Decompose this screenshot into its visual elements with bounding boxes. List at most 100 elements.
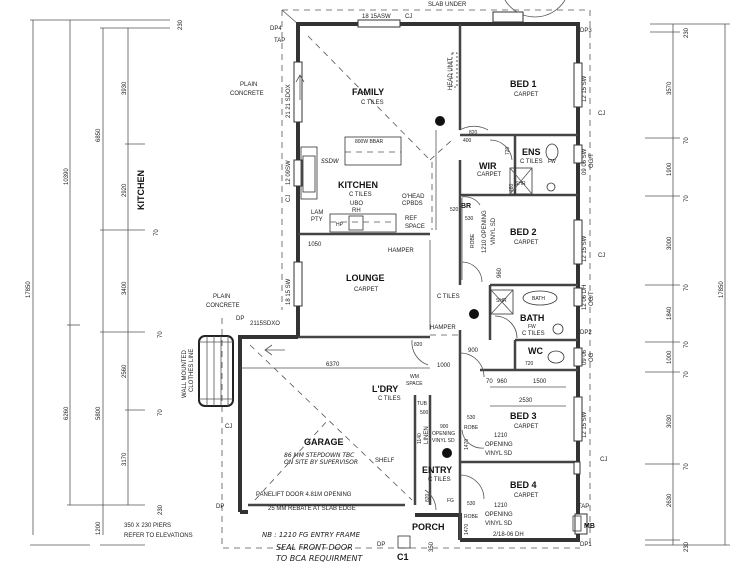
note: 25 MM REBATE AT SLAB EDGE: [268, 506, 356, 512]
note: VINYL SD: [432, 438, 455, 444]
dim-label: 960: [497, 379, 508, 385]
room-bath: BATH: [520, 313, 544, 323]
dim-label: 70: [684, 284, 690, 291]
hall-finish: C TILES: [437, 294, 460, 300]
dim-label: 70: [684, 195, 690, 202]
downpipe-label: DP1: [580, 542, 592, 548]
note: CPBDS: [402, 201, 423, 207]
note: NB : 1210 FG ENTRY FRAME: [262, 531, 361, 539]
right-dimensions: 230 3570 70 1900 70 3000 70 17850 1840 7…: [645, 23, 730, 552]
room-ens-finish: C TILES: [520, 159, 543, 165]
window-label: 12 06 DH: [582, 285, 588, 310]
note: PANELIFT DOOR 4.81M OPENING: [256, 492, 352, 498]
note: HAMPER: [388, 248, 414, 254]
dim-label: 70: [684, 463, 690, 470]
note: LINEN: [424, 426, 430, 444]
room-lounge: LOUNGE: [346, 273, 385, 283]
window-label: 18 15 SW: [286, 278, 292, 305]
dim-label: 500: [420, 410, 429, 416]
dim-label: 70: [158, 409, 164, 416]
note: OPENING: [485, 442, 513, 448]
dim-label: 6850: [96, 128, 102, 142]
window-label: 12 09SW: [286, 160, 292, 185]
room-wir-finish: CARPET: [477, 172, 502, 178]
room-garage: GARAGE: [304, 437, 344, 447]
dim-label: 400: [463, 138, 472, 144]
dim-label: 900: [468, 348, 479, 354]
dim-label: 1000: [667, 350, 673, 364]
note: WALL MOUNTED: [182, 349, 188, 398]
note: VINYL SD: [485, 451, 513, 457]
note: REF: [405, 216, 417, 222]
shower-label: SHR: [496, 298, 507, 304]
dim-label: 2630: [667, 493, 673, 507]
dim-label: 230: [178, 19, 184, 30]
note: TO BCA REQUIRMENT: [276, 554, 363, 563]
dim-label: 70: [154, 229, 160, 236]
note: TUB: [417, 401, 428, 407]
dim-label: 6260: [64, 406, 70, 420]
dim-label: 3170: [122, 452, 128, 466]
dim-label: 2920: [122, 183, 128, 197]
note: SPACE: [406, 381, 423, 387]
downpipe-label: DP3: [580, 28, 592, 34]
note: O'HEAD: [402, 194, 425, 200]
note: 1210: [494, 503, 508, 509]
dim-label: 350: [429, 541, 435, 552]
note: CONCRETE: [206, 303, 240, 309]
shower-label: SHR: [515, 181, 526, 187]
room-bed1-finish: CARPET: [514, 92, 539, 98]
note: 350 X 230 PIERS: [124, 523, 171, 529]
room-entry: ENTRY: [422, 465, 452, 475]
bathroom-fixtures: [490, 143, 565, 364]
bath-tub-label: BATH: [532, 296, 545, 302]
column-label: C1: [397, 552, 409, 562]
window-label: 12 15 SW: [582, 411, 588, 438]
note: 800W BBAR: [355, 139, 383, 145]
floor-waste-label: FW: [528, 324, 536, 330]
room-lounge-finish: CARPET: [354, 287, 379, 293]
dim-label: 230: [684, 27, 690, 38]
note: 900: [440, 424, 449, 430]
room-bed1: BED 1: [510, 79, 537, 89]
note: VINYL SD: [491, 217, 497, 245]
dim-label: 3000: [667, 236, 673, 250]
room-ldry-finish: C TILES: [378, 396, 401, 402]
note: SEAL FRONT DOOR: [276, 543, 353, 552]
window-label: 09 06: [582, 349, 588, 365]
note: LAM: [311, 210, 323, 216]
dim-label: 530: [467, 415, 476, 421]
window-label: 2115SDXO: [250, 321, 280, 327]
clothes-line-icon: [198, 335, 234, 407]
room-bed2-finish: CARPET: [514, 240, 539, 246]
room-wc: WC: [528, 346, 543, 356]
cj-label: CJ: [405, 14, 412, 20]
kitchen-dim-heading: KITCHEN: [136, 170, 146, 210]
note: FG: [447, 498, 454, 504]
room-porch: PORCH: [412, 522, 445, 532]
dim-label: 1840: [667, 306, 673, 320]
room-bed4: BED 4: [510, 480, 537, 490]
room-ens: ENS: [522, 147, 541, 157]
note: RH: [352, 208, 361, 214]
dim-label: 70: [486, 379, 493, 385]
smoke-detector-icon: [469, 309, 479, 319]
dim-label: 720: [525, 361, 534, 367]
note: 1210: [494, 433, 508, 439]
annotations: SLAB UNDER 18 15ASW CJ DP4 TAP PLAIN CON…: [124, 2, 607, 563]
doors: [411, 125, 518, 511]
dim-label: 530: [467, 501, 476, 507]
dim-label: 10390: [64, 168, 70, 185]
cj-label: CJ: [286, 195, 292, 202]
note: REFER TO ELEVATIONS: [124, 533, 193, 539]
slab-outline: [221, 0, 591, 549]
note: VINYL SD: [485, 521, 513, 527]
room-bed4-finish: CARPET: [514, 493, 539, 499]
window-label: 12 15 SW: [582, 235, 588, 262]
tap-label: TAP: [578, 504, 589, 510]
robe-label: ROBE: [464, 425, 479, 431]
dim-label: 3030: [667, 414, 673, 428]
dim-label: 6370: [326, 362, 340, 368]
broom-cupboard-label: BR: [461, 203, 471, 210]
note: PTY: [311, 217, 323, 223]
